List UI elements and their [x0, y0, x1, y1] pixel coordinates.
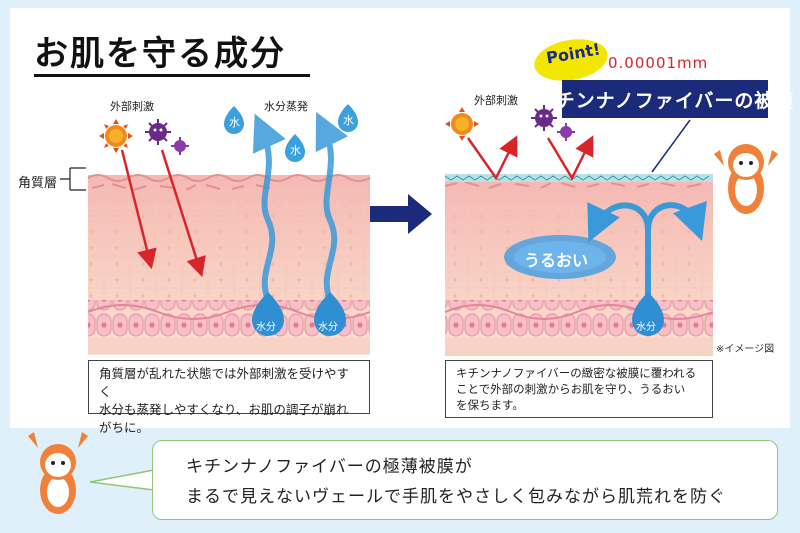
external-stimulus-label: 外部刺激 — [110, 100, 154, 113]
crab-mascot — [28, 432, 88, 514]
germ-icon — [171, 137, 189, 155]
left-caption: 角質層が乱れた状態では外部刺激を受けやすく 水分も蒸発しやすくなり、お肌の調子が… — [88, 360, 370, 435]
right-caption: キチンナノファイバーの緻密な被膜に覆われる ことで外部の刺激からお肌を守り、うる… — [445, 360, 713, 418]
transition-arrow — [370, 194, 432, 234]
bubble-tail — [89, 469, 155, 491]
moisture-cloud-label: うるおい — [524, 251, 589, 270]
right-stimulus-arrows — [466, 135, 594, 181]
image-note: ※イメージ図 — [716, 344, 775, 355]
banner-pointer — [651, 119, 691, 173]
film-thickness: 0.00001mm — [608, 54, 709, 72]
caption-line: ことで外部の刺激からお肌を守り、うるおい — [456, 382, 686, 396]
bubble-line-1: キチンナノファイバーの極薄被膜が — [186, 457, 473, 477]
moisture-drop-icon — [632, 292, 664, 336]
water-drop-icon — [224, 104, 358, 162]
germ-icon — [557, 123, 575, 141]
sun-icon — [99, 119, 133, 153]
caption-line: 水分も蒸発しやすくなり、お肌の調子が崩れがちに。 — [99, 402, 349, 435]
bubble-line-2: まるで見えないヴェールで手肌をやさしく包みながら肌荒れを防ぐ — [186, 487, 726, 507]
water-drop-label: 水 — [290, 144, 301, 157]
evaporation-label: 水分蒸発 — [264, 100, 308, 113]
water-drop-label: 水 — [343, 114, 354, 127]
external-stimulus-label: 外部刺激 — [474, 94, 518, 107]
germ-icon — [145, 119, 171, 145]
retention-arrows — [587, 200, 707, 300]
caption-line: を保ちます。 — [456, 398, 524, 412]
page-title: お肌を守る成分 — [34, 34, 286, 74]
evaporation-arrows — [252, 111, 349, 303]
fiber-banner: キチンナノファイバーの被膜 — [536, 80, 793, 118]
left-stimulus-arrows — [120, 149, 206, 278]
crab-mascot — [714, 144, 778, 214]
moisture-label: 水分 — [318, 322, 338, 333]
water-drop-label: 水 — [229, 116, 240, 129]
moisture-label: 水分 — [256, 322, 276, 333]
germ-icon — [531, 105, 557, 131]
moisture-cloud — [504, 235, 616, 279]
stratum-label: 角質層 — [18, 176, 58, 191]
fiber-film — [444, 174, 713, 182]
moisture-label: 水分 — [636, 322, 656, 333]
caption-line: キチンナノファイバーの緻密な被膜に覆われる — [456, 366, 697, 380]
caption-line: 角質層が乱れた状態では外部刺激を受けやすく — [99, 366, 350, 399]
sun-icon — [445, 107, 479, 141]
stratum-bracket — [60, 167, 86, 191]
speech-bubble — [152, 440, 778, 520]
title-underline — [34, 74, 310, 77]
moisture-drop-icon — [252, 292, 346, 336]
